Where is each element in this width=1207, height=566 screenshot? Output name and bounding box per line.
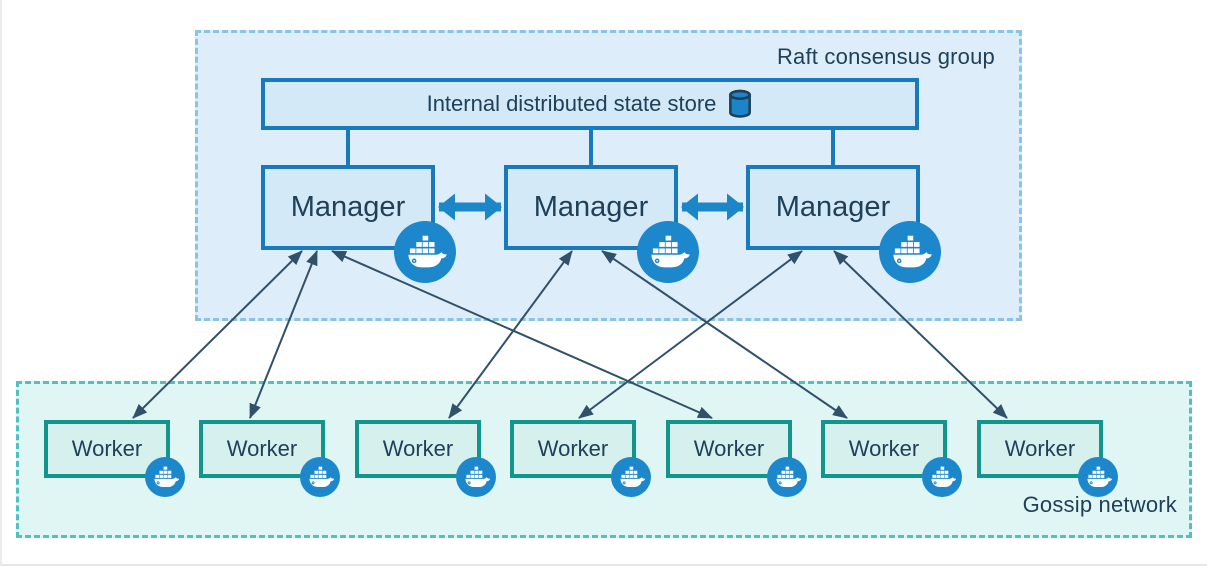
worker-node-3-label: Worker (382, 436, 454, 461)
docker-whale-icon (153, 466, 179, 487)
manager-worker-arrow (833, 250, 1008, 419)
docker-whale-badge (767, 457, 807, 497)
docker-whale-badge (1078, 457, 1118, 497)
manager-worker-arrow (578, 250, 803, 419)
manager-worker-arrow (249, 250, 318, 419)
worker-node-4: Worker (510, 420, 636, 478)
docker-whale-icon (464, 466, 490, 487)
database-cylinder-icon (729, 89, 752, 118)
worker-node-5-label: Worker (693, 436, 765, 461)
manager-node-3: Manager (746, 165, 920, 250)
worker-node-6-label: Worker (848, 436, 920, 461)
docker-whale-badge (145, 457, 185, 497)
manager-worker-arrow (132, 250, 303, 419)
docker-whale-badge (456, 457, 496, 497)
docker-whale-icon (892, 235, 932, 267)
docker-whale-icon (930, 466, 956, 487)
docker-whale-icon (775, 466, 801, 487)
docker-whale-icon (308, 466, 334, 487)
docker-whale-icon (407, 235, 447, 267)
raft-group-label: Raft consensus group (776, 44, 995, 69)
docker-whale-badge (611, 457, 651, 497)
manager-worker-arrow (601, 250, 848, 419)
docker-whale-badge (637, 221, 699, 283)
manager-node-3-label: Manager (775, 191, 891, 223)
manager-worker-arrow (448, 250, 573, 419)
worker-node-1-label: Worker (71, 436, 143, 461)
worker-node-2-label: Worker (226, 436, 298, 461)
worker-node-7-label: Worker (1004, 436, 1076, 461)
docker-whale-icon (1086, 466, 1112, 487)
manager-node-1-label: Manager (290, 191, 406, 223)
state-store-label: Internal distributed state store (426, 91, 717, 116)
docker-whale-badge (922, 457, 962, 497)
state-store-box: Internal distributed state store (261, 78, 919, 130)
docker-whale-badge (394, 221, 456, 283)
worker-node-2: Worker (199, 420, 325, 478)
docker-whale-icon (619, 466, 645, 487)
docker-whale-badge (300, 457, 340, 497)
docker-whale-badge (879, 221, 941, 283)
worker-node-4-label: Worker (537, 436, 609, 461)
manager-node-2-label: Manager (533, 191, 649, 223)
docker-whale-icon (650, 235, 690, 267)
